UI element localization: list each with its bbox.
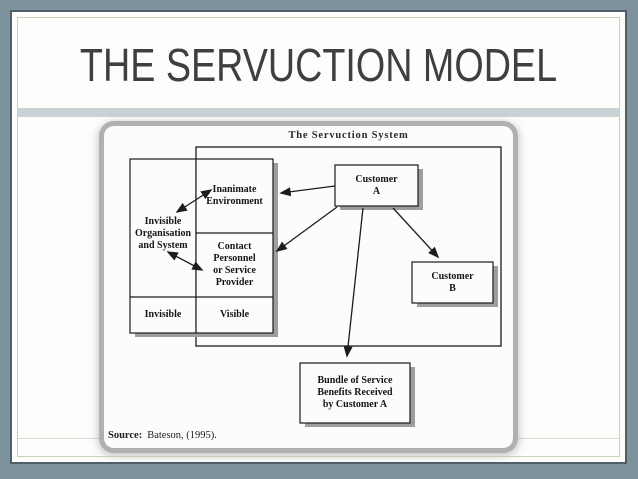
arrow-invisibleorg-inanimate: [175, 189, 213, 213]
presentation-slide: THE SERVUCTION MODEL: [10, 10, 627, 464]
node-invisible-organisation: Invisible Organisation and System: [134, 216, 192, 251]
arrow-customera-to-contact: [275, 206, 338, 253]
customer-b-box: [411, 261, 494, 304]
slide-title: THE SERVUCTION MODEL: [79, 39, 558, 91]
visible-column-box: [195, 158, 274, 334]
arrow-invisibleorg-contact: [166, 251, 204, 271]
title-divider-bar: [17, 108, 620, 117]
label-visible: Visible: [219, 309, 250, 320]
node-inanimate-environment: Inanimate Environment: [206, 184, 263, 207]
label-invisible: Invisible: [144, 309, 182, 320]
diagram-linework: [129, 146, 502, 427]
servuction-diagram-image: The Servuction System Invisible Organisa…: [104, 126, 513, 448]
bundle-box: [299, 362, 411, 424]
source-text: Bateson, (1995).: [147, 430, 217, 441]
node-contact-personnel: Contact Personnel or Service Provider: [213, 241, 256, 288]
node-bundle-of-service: Bundle of Service Benefits Received by C…: [317, 375, 393, 410]
node-customer-b: Customer B: [431, 270, 474, 294]
arrow-customera-to-inanimate: [279, 185, 336, 197]
arrow-customera-to-bundle: [343, 207, 364, 358]
diagram-title: The Servuction System: [288, 130, 409, 141]
customer-a-box: [334, 164, 419, 207]
invisible-column-box: [129, 158, 197, 334]
node-customer-a: Customer A: [355, 173, 398, 197]
source-label: Source:: [108, 430, 143, 441]
arrow-customera-to-customerb: [392, 207, 440, 259]
source-citation: Source: Bateson, (1995).: [108, 430, 408, 441]
